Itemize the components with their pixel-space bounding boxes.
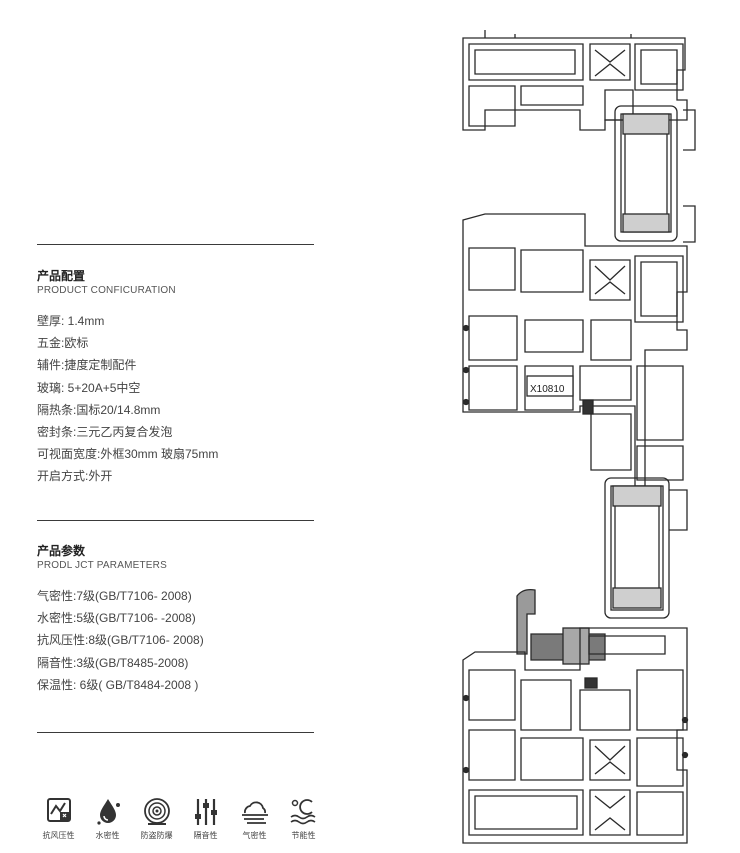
wind-pressure-icon — [46, 798, 71, 822]
param-item-air: 气密性:7级(GB/T7106- 2008) — [37, 589, 192, 603]
bottom-divider — [37, 732, 314, 733]
anti-theft-icon — [143, 798, 170, 825]
params-subtitle: PRODL JCT PARAMETERS — [37, 560, 167, 571]
feature-label-energy-saving: 节能性 — [291, 831, 316, 840]
upper-frame-profile — [462, 30, 688, 131]
config-item-visible-width: 可视面宽度:外框30mm 玻扇75mm — [37, 447, 219, 462]
feature-label-water-tightness: 水密性 — [95, 831, 120, 840]
feature-sound-insulation: 隔音性 — [181, 796, 230, 846]
config-item-opening: 开启方式:外开 — [37, 469, 113, 484]
config-item-thermal-strip: 隔热条:国标20/14.8mm — [37, 402, 161, 417]
config-item-seal: 密封条:三元乙丙复合发泡 — [37, 425, 173, 440]
feature-label-wind-pressure: 抗风压性 — [42, 831, 75, 840]
config-item-glass: 玻璃: 5+20A+5中空 — [37, 380, 141, 395]
config-subtitle: PRODUCT CONFICURATION — [37, 285, 176, 296]
middle-frame-profile — [462, 213, 688, 487]
water-drop-icon — [96, 799, 120, 825]
feature-label-air-tightness: 气密性 — [242, 831, 267, 840]
param-item-thermal: 保温性: 6级( GB/T8484-2008 ) — [37, 677, 199, 692]
top-divider — [37, 244, 314, 245]
params-section: 产品参数 PRODL JCT PARAMETERS 气密性:7级(GB/T710… — [37, 544, 327, 696]
config-list: 壁厚: 1.4mm 五金:欧标 辅件:捷度定制配件 玻璃: 5+20A+5中空 … — [37, 310, 327, 488]
feature-wind-pressure: 抗风压性 — [34, 796, 83, 846]
middle-divider — [37, 520, 314, 521]
feature-anti-theft: 防盗防爆 — [132, 796, 181, 846]
param-item-sound: 隔音性:3级(GB/T8485-2008) — [37, 655, 189, 670]
sound-insulation-icon — [194, 799, 217, 825]
feature-icons: 抗风压性 水密性 防盗防爆 隔音性 — [34, 796, 334, 846]
params-title: 产品参数 — [37, 544, 86, 558]
config-item-accessories: 辅件:捷度定制配件 — [37, 358, 137, 373]
feature-energy-saving: 节能性 — [279, 796, 328, 846]
air-tight-icon — [241, 801, 268, 824]
profile-code-label: X10810 — [530, 384, 565, 395]
upper-glass-unit — [614, 105, 696, 243]
feature-label-sound-insulation: 隔音性 — [193, 831, 218, 840]
config-item-wall-thickness: 壁厚: 1.4mm — [37, 314, 105, 328]
config-item-hardware: 五金:欧标 — [37, 336, 89, 351]
feature-label-anti-theft: 防盗防爆 — [140, 831, 173, 840]
config-title: 产品配置 — [37, 269, 86, 283]
param-item-wind: 抗风压性:8级(GB/T7106- 2008) — [37, 633, 204, 648]
params-list: 气密性:7级(GB/T7106- 2008) 水密性:5级(GB/T7106- … — [37, 585, 327, 696]
window-profile-drawing: X10810 — [462, 30, 696, 844]
config-section: 产品配置 PRODUCT CONFICURATION 壁厚: 1.4mm 五金:… — [37, 269, 327, 488]
handle-hardware — [516, 588, 666, 665]
lower-glass-unit — [604, 477, 688, 619]
feature-water-tightness: 水密性 — [83, 796, 132, 846]
feature-air-tightness: 气密性 — [230, 796, 279, 846]
param-item-water: 水密性:5级(GB/T7106- -2008) — [37, 611, 196, 626]
lower-frame-profile — [462, 627, 689, 844]
energy-saving-icon — [290, 799, 315, 825]
